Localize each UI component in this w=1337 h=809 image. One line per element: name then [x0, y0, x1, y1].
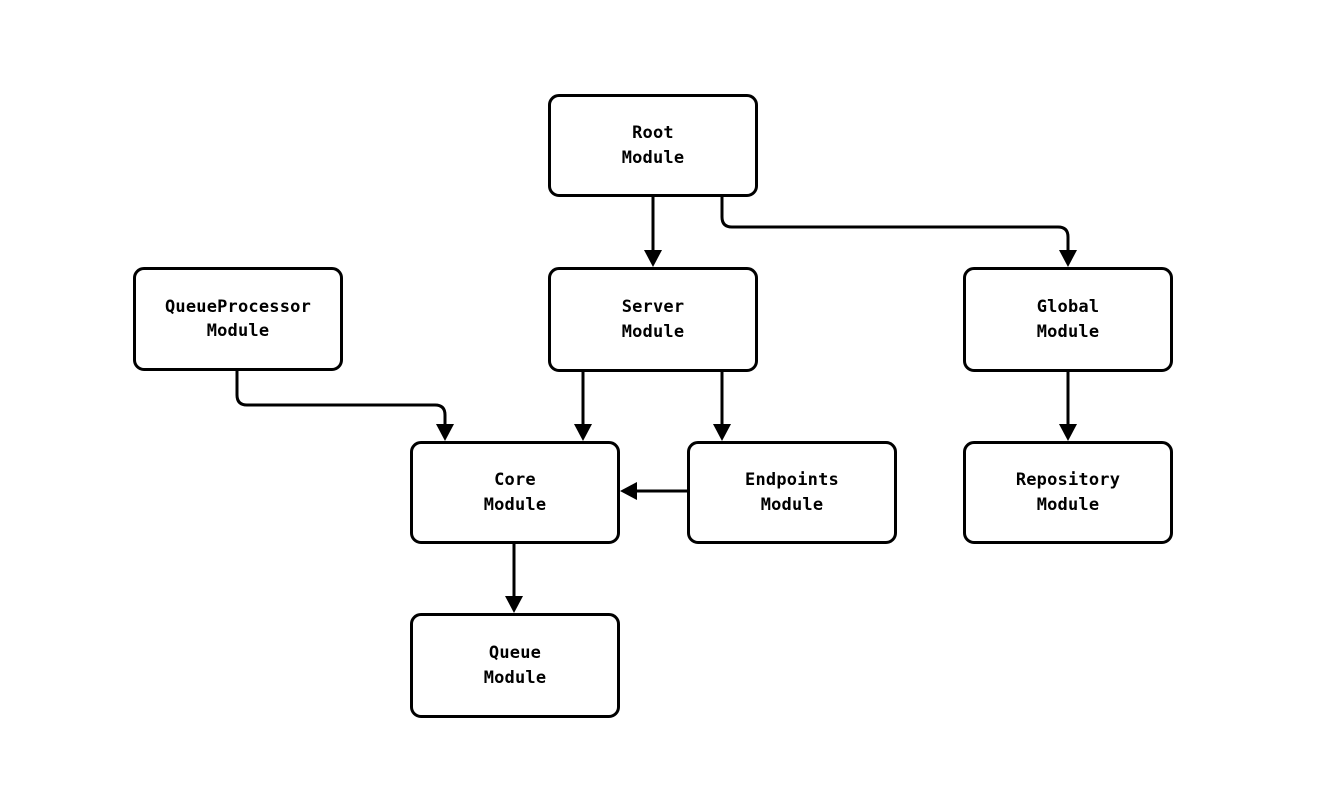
node-label-repository: Repository Module [1015, 470, 1121, 515]
arrowhead-endpoints-core [620, 482, 637, 500]
edge-root-global [720, 197, 1070, 259]
arrowhead-global-repository [1059, 424, 1077, 441]
node-label-endpoints: Endpoints Module [745, 470, 839, 515]
arrowhead-server-core [574, 424, 592, 441]
arrowhead-queueprocessor-core [436, 424, 454, 441]
arrowhead-core-queue [505, 596, 523, 613]
arrowhead-root-global [1059, 250, 1077, 267]
node-server[interactable]: Server Module [548, 267, 758, 372]
arrowhead-root-server [644, 250, 662, 267]
arrowhead-server-endpoints [713, 424, 731, 441]
node-queue[interactable]: Queue Module [410, 613, 620, 718]
node-core[interactable]: Core Module [410, 441, 620, 544]
node-queueprocessor[interactable]: QueueProcessor Module [133, 267, 343, 371]
node-label-core: Core Module [483, 470, 547, 515]
node-global[interactable]: Global Module [963, 267, 1173, 372]
node-root[interactable]: Root Module [548, 94, 758, 197]
node-label-queueprocessor: QueueProcessor Module [164, 296, 312, 341]
node-label-server: Server Module [621, 297, 685, 342]
node-label-root: Root Module [621, 123, 685, 168]
edge-queueprocessor-core [235, 371, 447, 433]
node-label-queue: Queue Module [483, 643, 547, 688]
node-label-global: Global Module [1036, 297, 1100, 342]
node-repository[interactable]: Repository Module [963, 441, 1173, 544]
node-endpoints[interactable]: Endpoints Module [687, 441, 897, 544]
